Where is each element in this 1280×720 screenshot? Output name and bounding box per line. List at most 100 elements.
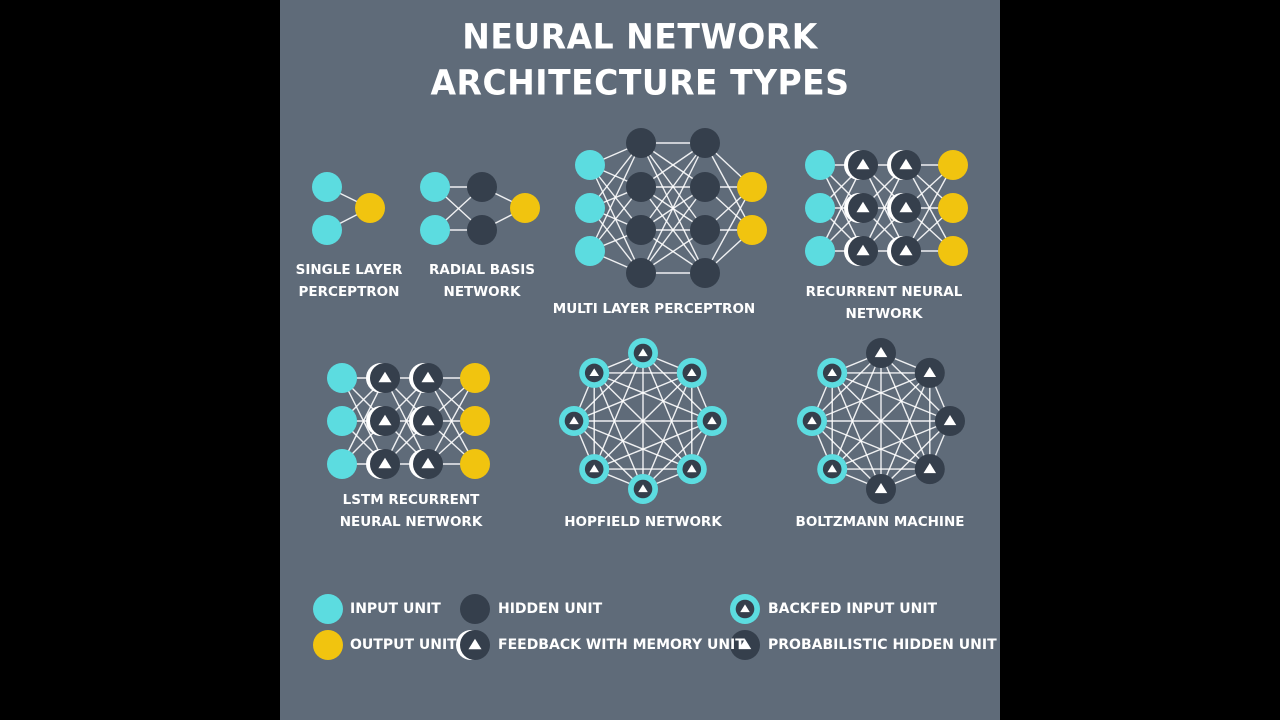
feedback-memory-unit <box>887 193 921 223</box>
triangle-icon <box>738 638 752 650</box>
feedback-memory-unit <box>409 363 443 393</box>
triangle-icon <box>943 414 957 426</box>
triangle-icon <box>856 158 870 170</box>
feedback-memory-unit <box>887 236 921 266</box>
triangle-icon <box>899 244 913 256</box>
output-unit <box>460 363 490 393</box>
probabilistic-hidden-unit <box>866 474 896 504</box>
hidden-unit <box>626 215 656 245</box>
triangle-icon <box>378 414 392 426</box>
boltzmann-edge <box>811 420 882 490</box>
output-unit <box>938 193 968 223</box>
legend-output-unit-label: OUTPUT UNIT <box>350 637 457 653</box>
feedback-memory-unit <box>844 236 878 266</box>
title-line-1: NEURAL NETWORK <box>462 15 818 57</box>
hidden-unit <box>690 215 720 245</box>
output-unit <box>460 449 490 479</box>
title-line-2: ARCHITECTURE TYPES <box>430 62 850 104</box>
backfed-input-unit <box>579 454 610 485</box>
feedback-memory-unit <box>456 630 490 660</box>
hidden-unit <box>460 594 490 624</box>
backfed-input-unit <box>730 594 760 624</box>
hopfield-edge <box>573 420 644 490</box>
output-unit <box>510 193 540 223</box>
output-unit <box>355 193 385 223</box>
caption-radial-basis-network: RADIAL BASIS NETWORK <box>428 262 536 300</box>
triangle-icon <box>807 416 817 425</box>
feedback-memory-unit <box>366 449 400 479</box>
mlp-edge <box>589 142 642 252</box>
input-unit <box>327 406 357 436</box>
feedback-memory-unit <box>409 449 443 479</box>
triangle-icon <box>589 464 599 473</box>
triangle-icon <box>378 457 392 469</box>
probabilistic-hidden-unit <box>914 357 945 388</box>
output-unit <box>460 406 490 436</box>
triangle-icon <box>923 463 937 474</box>
network-nodes <box>312 128 968 660</box>
triangle-icon <box>899 201 913 213</box>
caption-boltzmann-machine: BOLTZMANN MACHINE <box>795 514 965 530</box>
backfed-input-unit <box>579 357 610 388</box>
mlp-edge <box>704 186 753 274</box>
triangle-icon <box>378 371 392 383</box>
backfed-input-unit <box>797 406 827 436</box>
probabilistic-hidden-unit <box>935 406 965 436</box>
legend-probabilistic-hidden-unit-label: PROBABILISTIC HIDDEN UNIT <box>768 637 997 653</box>
input-unit <box>327 449 357 479</box>
triangle-icon <box>740 604 750 613</box>
triangle-icon <box>827 368 837 377</box>
input-unit <box>312 215 342 245</box>
hopfield-edge <box>593 372 644 490</box>
feedback-memory-unit <box>844 193 878 223</box>
triangle-icon <box>707 416 717 425</box>
triangle-icon <box>569 416 579 425</box>
backfed-input-unit <box>628 338 658 368</box>
feedback-memory-unit <box>844 150 878 180</box>
output-unit <box>313 630 343 660</box>
triangle-icon <box>687 464 697 473</box>
output-unit <box>938 236 968 266</box>
mlp-edge <box>640 186 706 274</box>
input-unit <box>805 236 835 266</box>
backfed-input-unit <box>559 406 589 436</box>
triangle-icon <box>827 464 837 473</box>
hidden-unit <box>690 172 720 202</box>
triangle-icon <box>421 457 435 469</box>
mlp-edge <box>640 142 706 274</box>
input-unit <box>575 150 605 180</box>
mlp-edge <box>640 142 706 231</box>
triangle-icon <box>856 244 870 256</box>
triangle-icon <box>874 482 888 494</box>
legend-feedback-memory-unit-label: FEEDBACK WITH MEMORY UNIT <box>498 637 745 653</box>
feedback-memory-unit <box>366 406 400 436</box>
triangle-icon <box>923 366 937 377</box>
triangle-icon <box>421 414 435 426</box>
backfed-input-unit <box>676 454 707 485</box>
boltzmann-edge <box>831 372 951 422</box>
probabilistic-hidden-unit <box>866 338 896 368</box>
caption-single-layer-perceptron: SINGLE LAYER PERCEPTRON <box>295 262 403 300</box>
triangle-icon <box>899 158 913 170</box>
hopfield-edge <box>593 372 693 470</box>
backfed-input-unit <box>817 454 848 485</box>
backfed-input-unit <box>697 406 727 436</box>
page-title: NEURAL NETWORK ARCHITECTURE TYPES <box>280 14 1000 106</box>
triangle-icon <box>589 368 599 377</box>
feedback-memory-unit <box>887 150 921 180</box>
legend-backfed-input-unit-label: BACKFED INPUT UNIT <box>768 601 938 617</box>
input-unit <box>420 172 450 202</box>
legend-hidden-unit-label: HIDDEN UNIT <box>498 601 603 617</box>
hidden-unit <box>467 215 497 245</box>
output-unit <box>737 172 767 202</box>
hopfield-edge <box>593 372 713 422</box>
caption-lstm-recurrent-neural-network: LSTM RECURRENT NEURAL NETWORK <box>339 492 483 530</box>
caption-multi-layer-perceptron: MULTI LAYER PERCEPTRON <box>552 301 756 317</box>
hidden-unit <box>626 128 656 158</box>
hidden-unit <box>690 128 720 158</box>
probabilistic-hidden-unit <box>730 630 760 660</box>
hidden-unit <box>626 172 656 202</box>
input-unit <box>805 193 835 223</box>
input-unit <box>805 150 835 180</box>
triangle-icon <box>874 346 888 358</box>
